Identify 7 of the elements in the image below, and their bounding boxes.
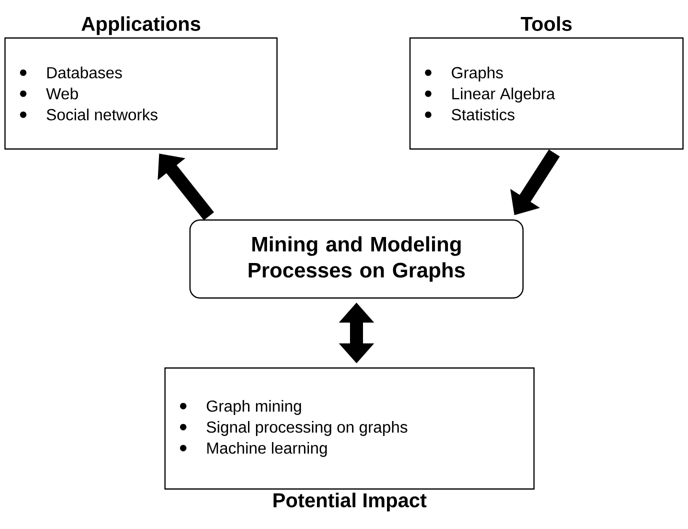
list-box: Databases Web Social networks xyxy=(4,37,278,150)
heading: Potential Impact xyxy=(274,492,426,512)
process-box: Mining and Modeling Processes on Graphs xyxy=(189,219,524,299)
list-box: Graph mining Signal processing on graphs Machine learning xyxy=(164,367,535,490)
heading: Tools xyxy=(520,16,572,31)
heading: Applications xyxy=(82,16,200,35)
list-box: Graphs Linear Algebra Statistics xyxy=(409,37,684,150)
